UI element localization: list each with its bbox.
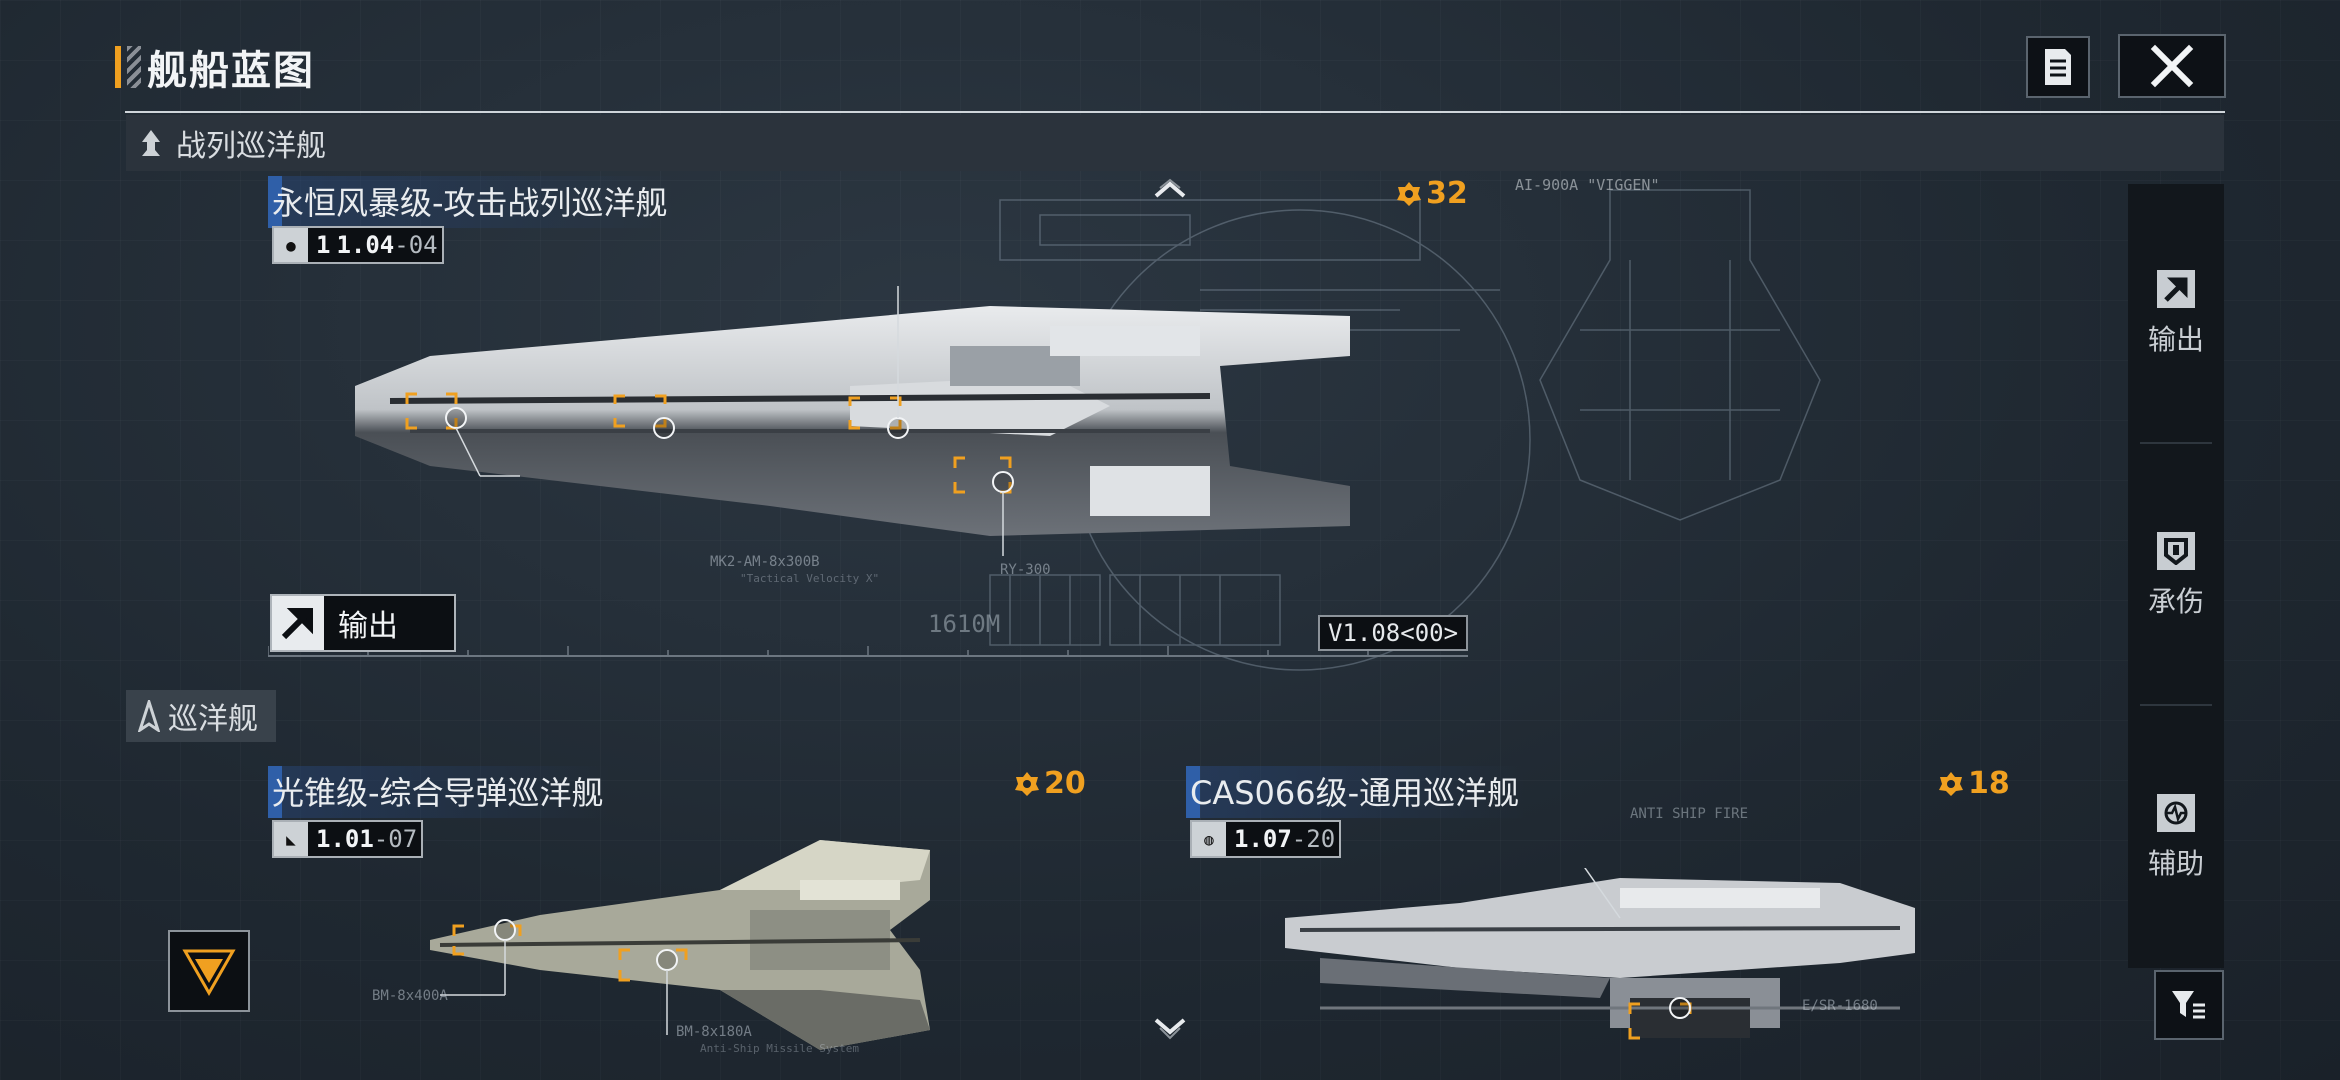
sort-filter-button[interactable]: [2154, 970, 2224, 1040]
filter-icon: [2172, 991, 2205, 1019]
filter-damage[interactable]: 输出: [2128, 184, 2224, 444]
version-main: 1.07: [1234, 825, 1292, 853]
cost-icon: [1939, 771, 1963, 796]
version-badge: ◣ 1.01-07: [272, 820, 424, 858]
title-accent: [115, 46, 121, 88]
cost-badge: 18: [1938, 766, 2010, 801]
document-icon: [2045, 49, 2071, 85]
version-main: 1.04: [336, 231, 395, 259]
cost-badge: 32: [1396, 176, 1468, 211]
filter-label: 辅助: [2147, 847, 2204, 880]
role-damage-button[interactable]: 输出: [270, 594, 456, 652]
faction-icon: ●: [274, 228, 308, 262]
header-divider: [125, 111, 2225, 113]
cost-icon: [1015, 771, 1039, 796]
ship-card-light-cone[interactable]: 光锥级-综合导弹巡洋舰 ◣ 1.01-07 20: [268, 766, 1086, 1066]
cost-value: 20: [1044, 766, 1086, 801]
build-version-tag: V1.08<00>: [1318, 615, 1469, 651]
filter-support[interactable]: 辅助: [2128, 708, 2224, 968]
close-button[interactable]: [2118, 34, 2226, 98]
version-sub: -20: [1291, 825, 1336, 853]
category-header-cruiser: 巡洋舰: [126, 690, 276, 742]
close-icon: [2150, 44, 2194, 88]
arrow-out-icon: [2157, 270, 2195, 308]
role-filter-panel: 输出 承伤 辅助: [2128, 184, 2224, 968]
category-label-cruiser: 巡洋舰: [168, 702, 258, 737]
divider: [2140, 442, 2212, 444]
category-label: 战列巡洋舰: [176, 129, 326, 164]
ship-name: 光锥级-综合导弹巡洋舰: [268, 766, 610, 818]
version-badge: ● 1 1.04-04: [272, 226, 444, 264]
ship-name: 永恒风暴级-攻击战列巡洋舰: [268, 176, 674, 228]
scroll-down-icon[interactable]: [1152, 1016, 1188, 1042]
emblem-icon: [182, 949, 236, 997]
version-prefix: 1: [316, 231, 331, 259]
callout-missile-2-sub: Anti-Ship Missile System: [700, 1042, 859, 1055]
ship-illustration-cas066: [1285, 868, 1915, 1040]
callout-weapon-1-sub: "Tactical Velocity X": [740, 572, 880, 585]
callout-weapon-1: MK2-AM-8x300B: [710, 554, 820, 570]
version-badge: ◍ 1.07-20: [1190, 820, 1342, 858]
callout-weapon-2: RY-300: [1000, 562, 1051, 578]
cost-value: 18: [1968, 766, 2010, 801]
ruler: [268, 646, 1468, 657]
ship-card-cas066[interactable]: CAS066级-通用巡洋舰 ◍ 1.07-20 18: [1186, 766, 2010, 1066]
length-label: 1610M: [928, 610, 1001, 638]
callout-missile-2: BM-8x180A: [676, 1024, 752, 1040]
arrow-out-icon: [272, 596, 324, 650]
blueprint-label: AI-900A "VIGGEN": [1515, 176, 1660, 194]
divider: [2140, 704, 2212, 706]
role-label: 输出: [338, 609, 398, 644]
version-sub: -04: [394, 231, 438, 259]
faction-emblem-button[interactable]: [168, 930, 250, 1012]
faction-icon: ◣: [274, 822, 308, 856]
scroll-up-icon[interactable]: [1152, 176, 1188, 200]
notes-button[interactable]: [2026, 36, 2090, 98]
shield-icon: [2157, 532, 2195, 570]
battlecruiser-icon: [142, 130, 160, 156]
version-sub: -07: [373, 825, 418, 853]
cost-icon: [1397, 181, 1421, 206]
category-header-battlecruiser: 战列巡洋舰: [126, 115, 2224, 171]
filter-label: 输出: [2147, 323, 2204, 356]
filter-label: 承伤: [2147, 585, 2204, 618]
blueprint-background: [989, 189, 1821, 671]
cost-badge: 20: [1014, 766, 1086, 801]
support-icon: [2157, 794, 2195, 832]
version-main: 1.01: [316, 825, 374, 853]
globe-icon: ◍: [1192, 822, 1226, 856]
filter-tank[interactable]: 承伤: [2128, 446, 2224, 706]
ship-illustration-light-cone: [430, 840, 930, 1050]
callout-weapon: E/SR-1680: [1802, 998, 1878, 1014]
cost-value: 32: [1426, 176, 1468, 211]
page-title-bar: 舰船蓝图: [115, 44, 315, 94]
page-title: 舰船蓝图: [147, 48, 315, 94]
title-stripe: [127, 46, 141, 88]
ship-illustration-featured: [355, 286, 1350, 556]
cruiser-icon: [138, 700, 160, 732]
ship-name: CAS066级-通用巡洋舰: [1186, 766, 1526, 818]
featured-ship-card[interactable]: 永恒风暴级-攻击战列巡洋舰 ● 1 1.04-04 32: [268, 176, 1468, 666]
label-anti-ship: ANTI SHIP FIRE: [1630, 806, 1749, 822]
callout-missile-1: BM-8x400A: [372, 988, 448, 1004]
